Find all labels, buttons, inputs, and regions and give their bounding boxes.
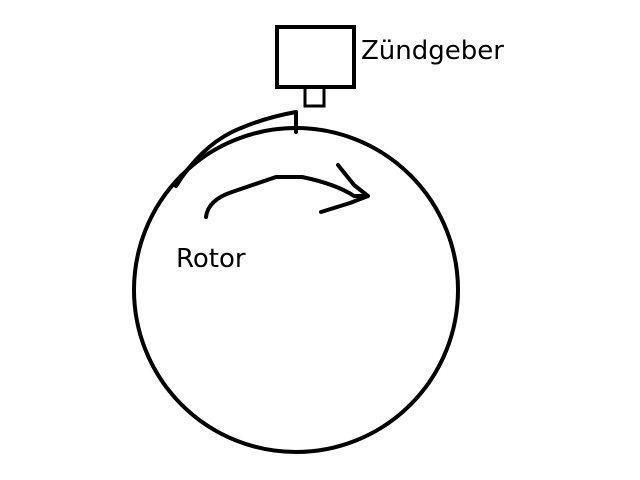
sensor-label: Zündgeber — [361, 36, 504, 66]
sensor-tip — [303, 85, 326, 108]
sensor-body — [275, 25, 356, 89]
rotor-label: Rotor — [176, 244, 246, 274]
rotation-arrow — [204, 175, 370, 219]
rotation-arrow-head — [336, 163, 370, 198]
trigger-tooth — [174, 110, 298, 188]
